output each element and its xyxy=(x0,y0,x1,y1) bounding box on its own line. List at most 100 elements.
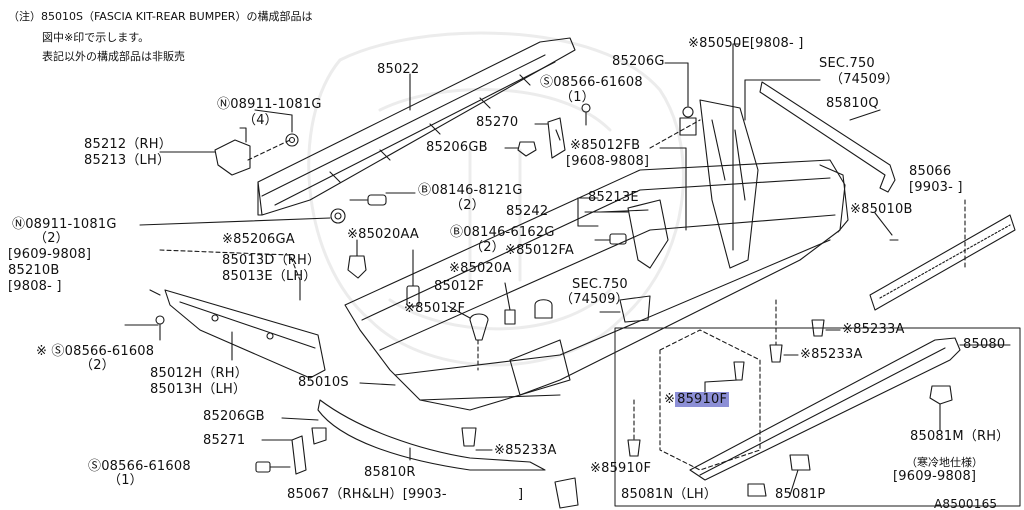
label-sec750-mid[interactable]: SEC.750 xyxy=(572,277,628,292)
bracket-85081N xyxy=(747,483,767,497)
label-85067-end: ] xyxy=(518,487,524,502)
label-08566-bot-qty: （1） xyxy=(108,473,143,488)
label-85010B[interactable]: ※85010B xyxy=(850,202,913,217)
bolt-08146-8121G xyxy=(349,194,387,206)
clip-85206GA xyxy=(347,255,367,279)
label-9808-a: [9808- ] xyxy=(8,279,62,294)
screw-08566-bot xyxy=(255,461,291,473)
bracket-85271 xyxy=(291,435,307,475)
label-08566-top[interactable]: Ⓢ08566-61608 xyxy=(540,75,643,90)
label-85206G[interactable]: 85206G xyxy=(612,54,665,69)
label-85206GB-bot[interactable]: 85206GB xyxy=(203,409,265,424)
label-85012F[interactable]: 85012F xyxy=(434,279,485,294)
label-85081-cold-climate: （寒冷地仕様） xyxy=(906,456,983,469)
label-85270[interactable]: 85270 xyxy=(476,115,519,130)
label-08566-bot[interactable]: Ⓢ08566-61608 xyxy=(88,459,191,474)
molding-85810Q xyxy=(759,81,896,193)
clip-85233A-r1 xyxy=(811,319,825,337)
bracket-85270 xyxy=(547,117,566,159)
label-08911-mid[interactable]: Ⓝ08911-1081G xyxy=(12,217,117,232)
sec750-mid-bracket xyxy=(619,295,651,323)
label-sec750-top-qty: （74509） xyxy=(830,72,899,87)
label-08911-mid-qty: （2） xyxy=(34,231,69,246)
nut-08911-mid xyxy=(330,208,346,224)
grommet-85020A xyxy=(534,299,553,319)
label-85213[interactable]: 85213（LH） xyxy=(84,153,171,168)
label-85012FA[interactable]: ※85012FA xyxy=(505,243,575,258)
screw-08566-top xyxy=(581,103,591,126)
label-85810Q[interactable]: 85810Q xyxy=(826,96,879,111)
clip-85012F-b xyxy=(469,313,489,341)
note-line-1: （注）85010S（FASCIA KIT-REAR BUMPER）の構成部品は xyxy=(8,10,313,23)
watermark xyxy=(307,31,685,367)
clip-85910F-bot xyxy=(627,439,641,457)
label-08566-left-qty: （2） xyxy=(80,358,115,373)
label-85067[interactable]: 85067（RH&LH）[9903- xyxy=(287,487,447,502)
label-85010S[interactable]: 85010S xyxy=(298,375,349,390)
label-85910F-highlight[interactable]: ※85910F xyxy=(664,392,730,407)
label-08146-6162G[interactable]: Ⓑ08146-6162G xyxy=(450,225,555,240)
label-85012H[interactable]: 85012H（RH） xyxy=(150,366,248,381)
label-sec750-mid-qty: （74509） xyxy=(560,292,629,307)
clip-85012F xyxy=(504,309,516,325)
label-85081N[interactable]: 85081N（LH） xyxy=(621,487,718,502)
label-85242[interactable]: 85242 xyxy=(506,204,549,219)
asterisk-mark: ※ xyxy=(664,392,676,407)
label-85080[interactable]: 85080 xyxy=(963,337,1006,352)
label-85212[interactable]: 85212（RH） xyxy=(84,137,172,152)
nut-08911-top xyxy=(285,133,299,147)
clip-85206G xyxy=(679,106,697,136)
note-line-3: 表記以外の構成部品は非販売 xyxy=(42,50,185,63)
label-85206GA[interactable]: ※85206GA xyxy=(222,232,295,247)
label-08566-top-qty: （1） xyxy=(560,90,595,105)
clip-85910F-hl xyxy=(733,361,745,381)
bracket-85242 xyxy=(627,199,669,269)
label-08146-6162G-qty: （2） xyxy=(470,240,505,255)
label-9609-9808: [9609-9808] xyxy=(8,247,92,262)
label-85233A-r2[interactable]: ※85233A xyxy=(800,347,863,362)
label-85910F-bot[interactable]: ※85910F xyxy=(590,461,652,476)
reflector-strip-85066 xyxy=(869,214,1016,311)
bumper-fascia-85010S xyxy=(344,159,849,411)
label-85233A-r1[interactable]: ※85233A xyxy=(842,322,905,337)
label-85210B[interactable]: 85210B xyxy=(8,263,60,278)
note-line-2: 図中※印で示します。 xyxy=(42,31,150,44)
bracket-85081M xyxy=(929,385,953,405)
label-85066[interactable]: 85066 xyxy=(909,164,952,179)
label-85233A-bot[interactable]: ※85233A xyxy=(494,443,557,458)
label-85081M[interactable]: 85081M（RH） xyxy=(910,429,1010,444)
label-08566-left[interactable]: ※ Ⓢ08566-61608 xyxy=(36,344,155,359)
label-85022[interactable]: 85022 xyxy=(377,62,420,77)
label-85012FB[interactable]: ※85012FB xyxy=(570,138,641,153)
label-85012F-b[interactable]: ※85012F xyxy=(404,301,466,316)
label-85271[interactable]: 85271 xyxy=(203,433,246,448)
bolt-08146-6162G xyxy=(609,233,627,245)
label-08146-8121G[interactable]: Ⓑ08146-8121G xyxy=(418,183,523,198)
bracket-85212 xyxy=(214,127,251,176)
label-85081P[interactable]: 85081P xyxy=(775,487,826,502)
screw-08566-left xyxy=(155,315,165,341)
label-85020A[interactable]: ※85020A xyxy=(449,261,512,276)
label-85810R[interactable]: 85810R xyxy=(364,465,416,480)
reinforcement-beam-85022 xyxy=(257,37,576,216)
corner-85067 xyxy=(554,477,579,509)
highlighted-part-number[interactable]: 85910F xyxy=(675,392,730,407)
energy-absorber-85080 xyxy=(689,337,961,481)
label-08911-top[interactable]: Ⓝ08911-1081G xyxy=(217,97,322,112)
clip-85206GB-bot xyxy=(311,427,327,445)
clip-85206GB-top xyxy=(517,141,537,157)
label-08911-top-qty: （4） xyxy=(243,113,278,128)
label-85020AA[interactable]: ※85020AA xyxy=(347,227,419,242)
diagram-code: A8500165 xyxy=(934,497,998,510)
clip-85233A-bot xyxy=(461,427,477,447)
label-sec750-top[interactable]: SEC.750 xyxy=(819,56,875,71)
label-85013H[interactable]: 85013H（LH） xyxy=(150,382,247,397)
label-85206GB-top[interactable]: 85206GB xyxy=(426,140,488,155)
label-85013E[interactable]: 85013E（LH） xyxy=(222,269,317,284)
molding-85810R xyxy=(317,399,546,471)
label-85013D[interactable]: 85013D（RH） xyxy=(222,253,321,268)
label-85050E[interactable]: ※85050E[9808- ] xyxy=(688,36,804,51)
clip-85233A-r2 xyxy=(769,344,783,363)
label-85213E[interactable]: 85213E xyxy=(588,190,639,205)
